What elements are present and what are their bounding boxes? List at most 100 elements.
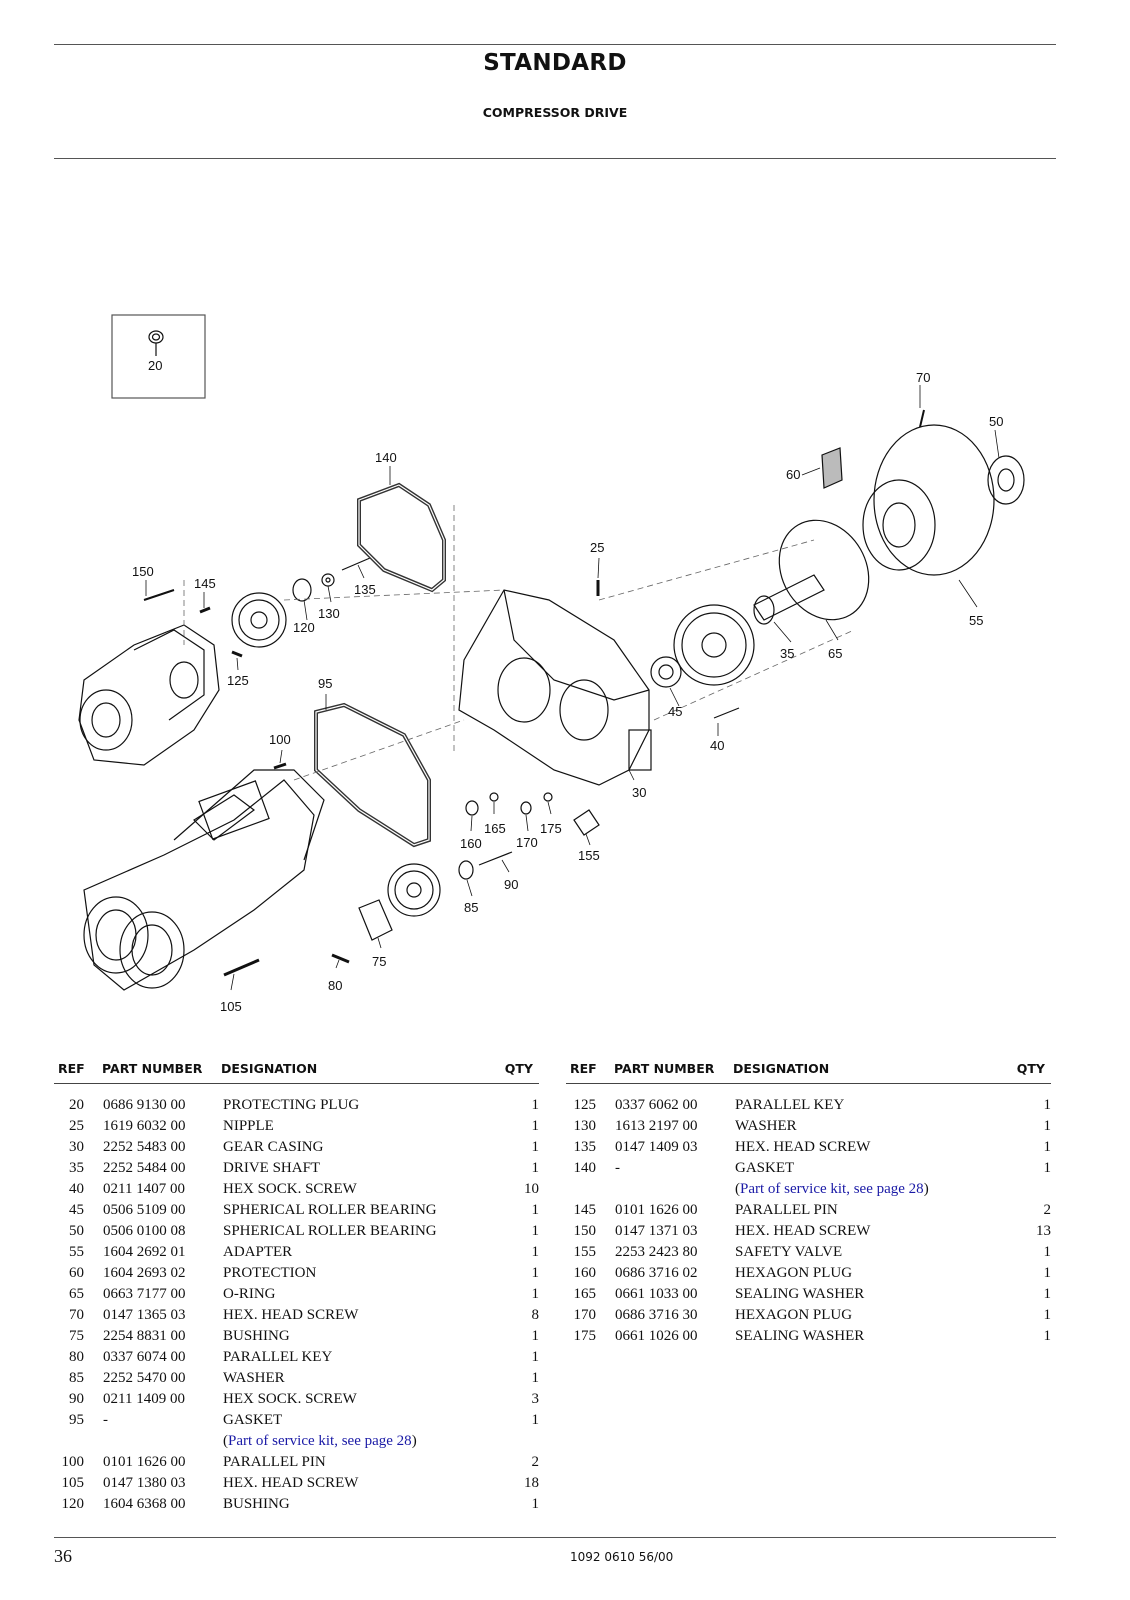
ref-cell: 135 xyxy=(573,1139,597,1155)
table-note-row: (Part of service kit, see page 28) xyxy=(566,1180,1051,1201)
col-qty: QTY xyxy=(504,1061,533,1076)
qty-cell: 1 xyxy=(531,1412,540,1428)
qty-cell: 1 xyxy=(1043,1118,1052,1134)
part-number-cell: 0147 1371 03 xyxy=(615,1223,698,1239)
key-125-shape xyxy=(231,650,243,658)
ref-cell: 20 xyxy=(69,1097,84,1113)
screw-40-shape xyxy=(713,707,740,719)
ref-cell: 65 xyxy=(69,1286,84,1302)
qty-cell: 1 xyxy=(531,1160,540,1176)
ref-cell: 145 xyxy=(573,1202,597,1218)
ref-cell: 70 xyxy=(69,1307,84,1323)
qty-cell: 1 xyxy=(1043,1265,1052,1281)
callout-40: 40 xyxy=(710,738,724,753)
drive-shaft-35-shape xyxy=(753,574,825,621)
ref-cell: 75 xyxy=(69,1328,84,1344)
callout-145: 145 xyxy=(194,576,216,591)
designation-cell: PARALLEL KEY xyxy=(223,1349,333,1365)
part-number-cell: 0506 0100 08 xyxy=(103,1223,186,1239)
ref-cell: 60 xyxy=(69,1265,84,1281)
ref-cell: 175 xyxy=(573,1328,597,1344)
compressor-element-shape xyxy=(83,769,325,991)
designation-cell: ADAPTER xyxy=(223,1244,293,1260)
designation-cell: SEALING WASHER xyxy=(735,1286,865,1302)
part-number-cell: 1604 6368 00 xyxy=(103,1496,186,1512)
ref-cell: 105 xyxy=(61,1475,85,1491)
callout-30: 30 xyxy=(632,785,646,800)
part-number-cell: 2253 2423 80 xyxy=(615,1244,698,1260)
ref-cell: 40 xyxy=(69,1181,84,1197)
washer-85-shape xyxy=(458,860,474,880)
adapter-55-shape xyxy=(862,424,995,576)
qty-cell: 1 xyxy=(531,1202,540,1218)
bearing-45-shape xyxy=(650,656,682,688)
bearing-50-shape xyxy=(987,455,1025,505)
part-number-cell: 0663 7177 00 xyxy=(103,1286,186,1302)
callout-140: 140 xyxy=(375,450,397,465)
ref-cell: 85 xyxy=(69,1370,84,1386)
gear-casing-30-shape xyxy=(458,589,652,786)
qty-cell: 1 xyxy=(1043,1328,1052,1344)
table-header: REF PART NUMBER DESIGNATION QTY xyxy=(566,1059,1051,1084)
service-kit-note[interactable]: (Part of service kit, see page 28) xyxy=(223,1433,417,1449)
qty-cell: 18 xyxy=(524,1475,539,1491)
qty-cell: 1 xyxy=(531,1265,540,1281)
callout-135: 135 xyxy=(354,582,376,597)
table-row: 165 0661 1033 00 SEALING WASHER 1 xyxy=(566,1285,1052,1306)
header-top-rule xyxy=(54,44,1056,45)
ref-cell: 165 xyxy=(573,1286,597,1302)
table-header: REF PART NUMBER DESIGNATION QTY xyxy=(54,1059,539,1084)
part-number-cell: 0337 6074 00 xyxy=(103,1349,186,1365)
screw-90-shape xyxy=(478,851,513,866)
part-number-cell: 0686 9130 00 xyxy=(103,1097,186,1113)
designation-cell: SEALING WASHER xyxy=(735,1328,865,1344)
gasket-140-shape xyxy=(357,482,446,593)
designation-cell: HEX. HEAD SCREW xyxy=(223,1475,359,1491)
gear-lower xyxy=(387,863,441,917)
gear-large xyxy=(673,604,755,686)
col-designation: DESIGNATION xyxy=(733,1061,830,1076)
callout-160: 160 xyxy=(460,836,482,851)
exploded-view-diagram: 20 25 30 35 40 45 50 55 60 65 70 75 80 8… xyxy=(78,314,1025,1014)
qty-cell: 1 xyxy=(531,1244,540,1260)
qty-cell: 2 xyxy=(531,1454,540,1470)
callout-120: 120 xyxy=(293,620,315,635)
callout-75: 75 xyxy=(372,954,386,969)
callout-90: 90 xyxy=(504,877,518,892)
designation-cell: GASKET xyxy=(735,1160,795,1176)
callout-20: 20 xyxy=(148,358,162,373)
designation-cell: HEX. HEAD SCREW xyxy=(735,1223,871,1239)
ref-cell: 90 xyxy=(69,1391,84,1407)
part-number-cell: 0147 1409 03 xyxy=(615,1139,698,1155)
plug-170-shape xyxy=(520,801,532,815)
callout-55: 55 xyxy=(969,613,983,628)
callout-60: 60 xyxy=(786,467,800,482)
designation-cell: HEXAGON PLUG xyxy=(735,1307,853,1323)
callout-125: 125 xyxy=(227,673,249,688)
part-number-cell: 0686 3716 30 xyxy=(615,1307,698,1323)
qty-cell: 8 xyxy=(531,1307,540,1323)
callout-175: 175 xyxy=(540,821,562,836)
designation-cell: DRIVE SHAFT xyxy=(223,1160,321,1176)
service-kit-note[interactable]: (Part of service kit, see page 28) xyxy=(735,1181,929,1197)
part-number-cell: 0661 1033 00 xyxy=(615,1286,698,1302)
qty-cell: 1 xyxy=(531,1118,540,1134)
qty-cell: 1 xyxy=(1043,1286,1052,1302)
ref-cell: 125 xyxy=(573,1097,597,1113)
ref-cell: 30 xyxy=(69,1139,84,1155)
part-number-cell: - xyxy=(103,1412,108,1428)
bushing-75-shape xyxy=(358,899,393,941)
callout-130: 130 xyxy=(318,606,340,621)
